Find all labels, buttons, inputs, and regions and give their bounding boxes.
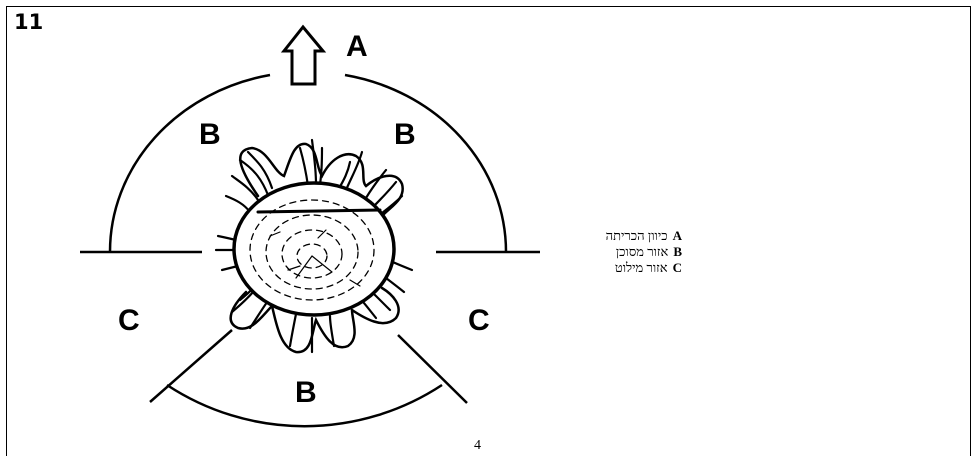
page-number: 4: [474, 438, 481, 454]
zone-label-b-right: B: [394, 120, 416, 150]
legend-key: C: [673, 260, 682, 276]
tree-stump-icon: [216, 140, 412, 352]
legend-text: כיוון הכריתה: [606, 228, 668, 244]
legend-text: אזור מסוכן: [616, 244, 668, 260]
boundary-line-bottom-left: [150, 330, 232, 402]
zone-label-b-left: B: [199, 120, 221, 150]
felling-direction-arrow-icon: [284, 27, 323, 84]
zone-label-b-bottom: B: [295, 378, 317, 408]
legend-item: C אזור מילוט: [560, 260, 682, 276]
legend-text: אזור מילוט: [615, 260, 668, 276]
zone-label-c-left: C: [118, 306, 140, 336]
zone-label-a: A: [346, 32, 368, 62]
boundary-line-bottom-right: [398, 335, 467, 403]
legend-item: A כיוון הכריתה: [560, 228, 682, 244]
zone-label-c-right: C: [468, 306, 490, 336]
legend-key: A: [673, 228, 682, 244]
legend-item: B אזור מסוכן: [560, 244, 682, 260]
legend: A כיוון הכריתה B אזור מסוכן C אזור מילוט: [560, 228, 682, 276]
legend-key: B: [673, 244, 682, 260]
